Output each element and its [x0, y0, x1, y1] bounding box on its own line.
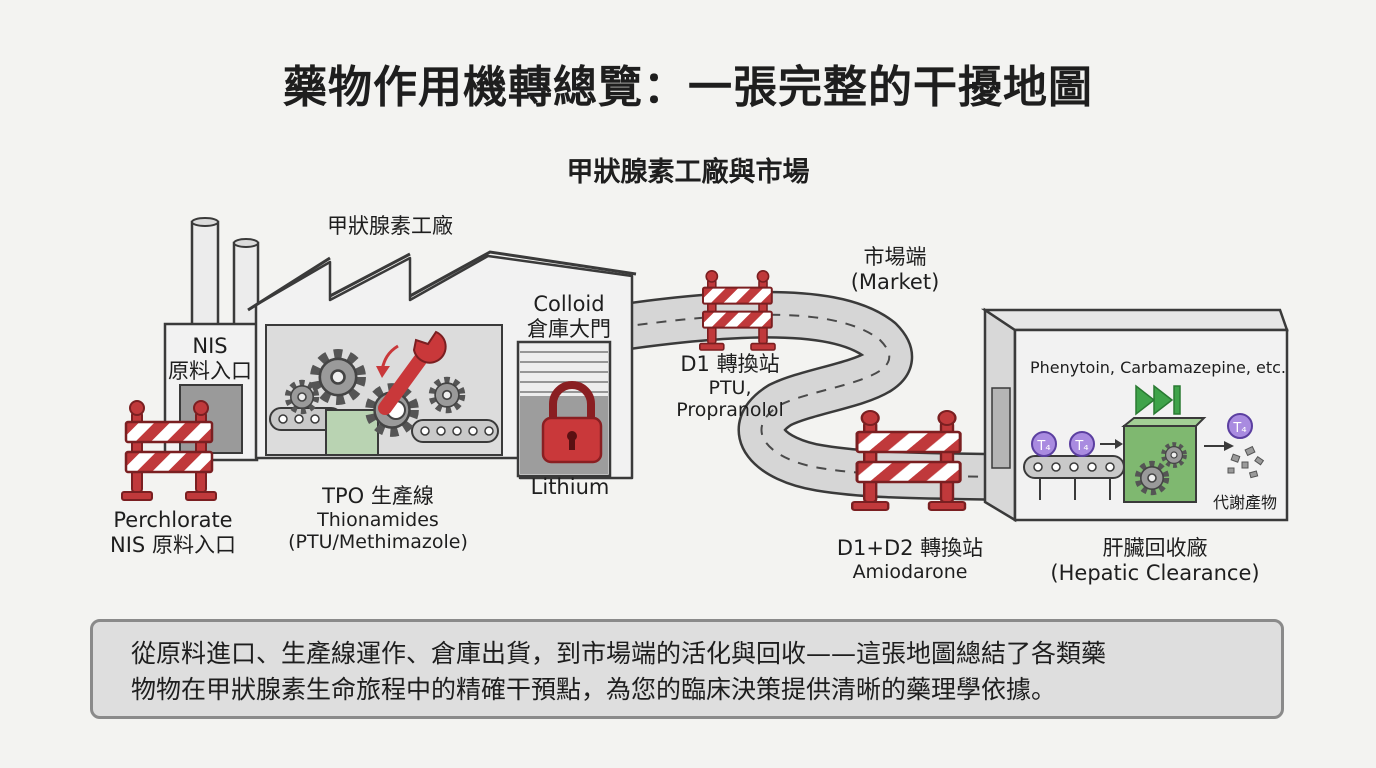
d1-station-title: D1 轉換站 [680, 352, 780, 376]
metabolites-label: 代謝產物 [1212, 493, 1277, 512]
liver-clearance-line1: 肝臟回收廠 [1102, 536, 1208, 560]
summary-box: 從原料進口、生產線運作、倉庫出貨，到市場端的活化與回收——這張地圖總結了各類藥 … [90, 619, 1284, 719]
hormone-tag-1: T₄ [1036, 439, 1050, 454]
market-label: 市場端 (Market) [830, 245, 960, 295]
summary-line2: 物物在甲狀腺素生命旅程中的精確干預點，為您的臨床決策提供清晰的藥理學依據。 [131, 675, 1057, 705]
tpo-line-label: TPO 生產線 Thionamides (PTU/Methimazole) [268, 484, 488, 554]
lithium-label: Lithium [530, 475, 610, 499]
nis-entrance-label: NIS 原料入口 [150, 334, 270, 384]
colloid-gate-label: Colloid 倉庫大門 [514, 292, 624, 342]
page-title: 藥物作用機轉總覽：一張完整的干擾地圖 [283, 62, 1093, 113]
market-line2: (Market) [850, 269, 940, 294]
liver-clearance-building [980, 307, 1289, 523]
enzyme-inducers-label: Phenytoin, Carbamazepine, etc. [1030, 358, 1286, 377]
tpo-line-examples: (PTU/Methimazole) [288, 531, 468, 554]
liver-clearance-label: 肝臟回收廠 (Hepatic Clearance) [1020, 536, 1290, 586]
nis-entrance-line2: 原料入口 [168, 358, 252, 383]
perchlorate-line2: NIS 原料入口 [110, 532, 236, 557]
tpo-line-drug: Thionamides [317, 508, 439, 531]
perchlorate-label: Perchlorate NIS 原料入口 [93, 508, 253, 558]
tpo-production-machinery [269, 355, 499, 456]
lock-icon [541, 381, 603, 464]
fast-forward-icon [1135, 384, 1181, 416]
d1-station-label: D1 轉換站 PTU, Propranolol [655, 352, 805, 422]
hormone-token: T₄ [1031, 431, 1057, 457]
d1-station-drug2: Propranolol [676, 399, 784, 422]
d1d2-station-title: D1+D2 轉換站 [836, 536, 984, 560]
hormone-tag-3: T₄ [1232, 421, 1246, 436]
hormone-tag-2: T₄ [1074, 439, 1088, 454]
factory-smokestacks [190, 217, 260, 335]
summary-line1: 從原料進口、生產線運作、倉庫出貨，到市場端的活化與回收——這張地圖總結了各類藥 [131, 639, 1107, 668]
d1d2-station-label: D1+D2 轉換站 Amiodarone [830, 536, 990, 583]
factory-label: 甲狀腺素工廠 [327, 214, 453, 238]
colloid-gate-line1: Colloid [533, 292, 605, 316]
liver-clearance-line2: (Hepatic Clearance) [1050, 560, 1260, 585]
perchlorate-line1: Perchlorate [113, 508, 233, 532]
d1d2-station-drug: Amiodarone [852, 560, 968, 583]
hormone-token: T₄ [1069, 431, 1095, 457]
d1-station-drug1: PTU, [708, 376, 752, 399]
wrench-icon [376, 330, 447, 415]
colloid-gate-line2: 倉庫大門 [527, 316, 611, 341]
hormone-token: T₄ [1227, 413, 1253, 439]
page-subtitle: 甲狀腺素工廠與市場 [566, 157, 810, 188]
market-line1: 市場端 [863, 245, 927, 269]
tpo-line-title: TPO 生產線 [322, 484, 434, 508]
nis-entrance-line1: NIS [192, 334, 228, 358]
